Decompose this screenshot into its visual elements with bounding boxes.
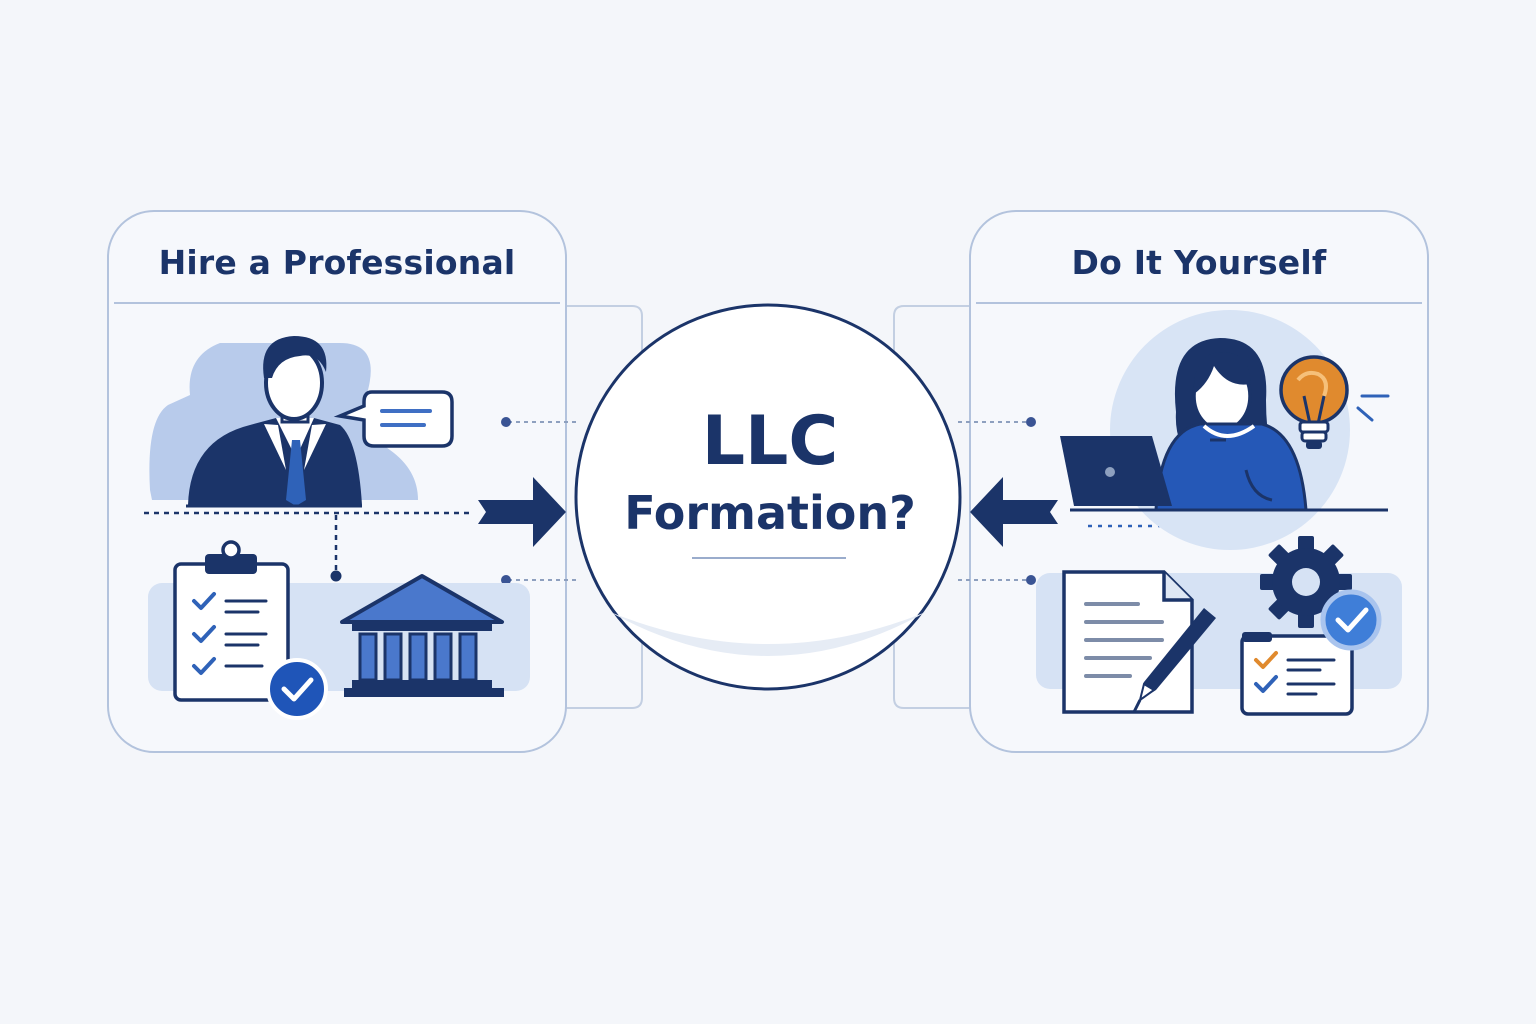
speech-bubble-icon [333, 390, 454, 448]
center-label: LLC Formation? [580, 400, 960, 542]
check-badge-icon [266, 658, 328, 720]
clipboard-checklist-icon [173, 540, 290, 702]
llc-formation-circle [574, 303, 962, 691]
arrow-left-icon [970, 477, 1058, 547]
do-it-yourself-title: Do It Yourself [1071, 243, 1327, 282]
document-pen-icon [1062, 570, 1216, 714]
left-connector-bracket [566, 305, 643, 709]
check-badge-right-icon [1320, 589, 1382, 651]
lightbulb-icon [1279, 355, 1390, 449]
right-dotted-connectors [958, 417, 1190, 585]
businessman-icon [149, 336, 418, 506]
left-dotted-connectors [144, 417, 578, 585]
arrow-right-icon [478, 477, 566, 547]
gear-icon [1260, 536, 1352, 628]
right-connector-bracket [893, 305, 970, 709]
bank-building-icon [340, 574, 504, 697]
hire-professional-title: Hire a Professional [158, 243, 516, 282]
center-label-line1: LLC [701, 402, 839, 481]
center-label-line2: Formation? [624, 486, 916, 540]
task-list-icon [1240, 632, 1354, 716]
